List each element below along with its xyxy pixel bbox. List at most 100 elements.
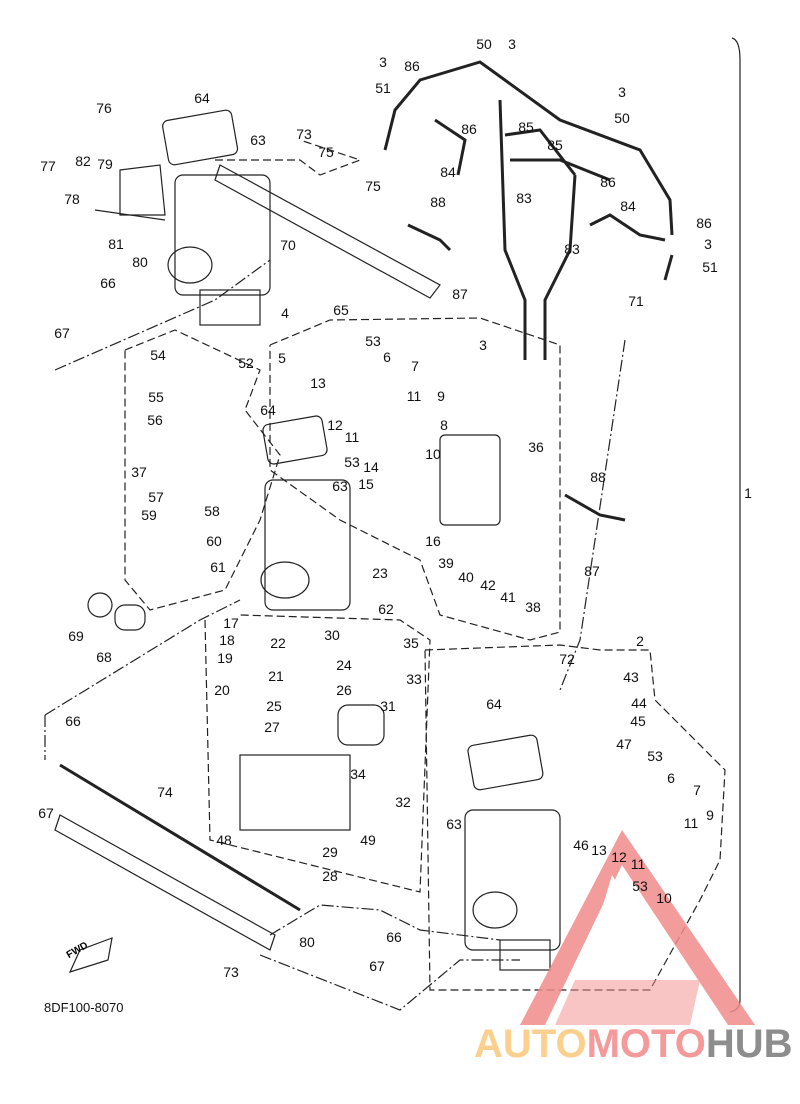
callout-19: 19 (217, 650, 233, 666)
callout-58: 58 (204, 503, 220, 519)
bracket-1 (729, 37, 741, 1013)
callout-24: 24 (336, 657, 352, 673)
callout-84: 84 (620, 198, 636, 214)
callout-3: 3 (618, 84, 626, 100)
callout-18: 18 (219, 632, 235, 648)
callout-64: 64 (194, 90, 210, 106)
callout-53: 53 (365, 333, 381, 349)
callout-12: 12 (327, 417, 343, 433)
callout-10: 10 (656, 890, 672, 906)
callout-83: 83 (516, 190, 532, 206)
callout-14: 14 (363, 459, 379, 475)
carburetor-upper (94, 109, 441, 326)
callout-27: 27 (264, 719, 280, 735)
callout-84: 84 (440, 164, 456, 180)
callout-50: 50 (614, 110, 630, 126)
callout-86: 86 (696, 215, 712, 231)
callout-40: 40 (458, 569, 474, 585)
callout-71: 71 (628, 293, 644, 309)
callout-86: 86 (600, 174, 616, 190)
callout-34: 34 (350, 766, 366, 782)
watermark-part1: AUTO (474, 1022, 587, 1066)
callout-9: 9 (437, 388, 445, 404)
callout-81: 81 (108, 236, 124, 252)
callout-15: 15 (358, 476, 374, 492)
diagram-code: 8DF100-8070 (44, 1000, 124, 1015)
callout-5: 5 (278, 350, 286, 366)
callout-67: 67 (54, 325, 70, 341)
callout-53: 53 (647, 748, 663, 764)
callout-47: 47 (616, 736, 632, 752)
callout-88: 88 (430, 194, 446, 210)
callout-12: 12 (611, 849, 627, 865)
leader-lines (44, 259, 626, 1011)
callout-39: 39 (438, 555, 454, 571)
callout-82: 82 (75, 153, 91, 169)
watermark-logo-triangle (520, 830, 755, 1025)
callout-52: 52 (238, 355, 254, 371)
callout-85: 85 (518, 119, 534, 135)
callout-54: 54 (150, 347, 166, 363)
callout-80: 80 (132, 254, 148, 270)
callout-53: 53 (632, 878, 648, 894)
callout-7: 7 (411, 358, 419, 374)
callout-66: 66 (386, 929, 402, 945)
callout-86: 86 (461, 121, 477, 137)
callout-64: 64 (486, 696, 502, 712)
callout-9: 9 (706, 807, 714, 823)
callout-63: 63 (332, 478, 348, 494)
callout-65: 65 (333, 302, 349, 318)
callout-61: 61 (210, 559, 226, 575)
callout-78: 78 (64, 191, 80, 207)
callout-46: 46 (573, 837, 589, 853)
carburetor-middle (54, 415, 501, 951)
callout-59: 59 (141, 507, 157, 523)
callout-55: 55 (148, 389, 164, 405)
callout-11: 11 (630, 856, 646, 872)
callout-70: 70 (280, 237, 296, 253)
callout-51: 51 (702, 259, 718, 275)
callout-38: 38 (525, 599, 541, 615)
callout-63: 63 (250, 132, 266, 148)
callout-11: 11 (406, 388, 422, 404)
callout-87: 87 (584, 563, 600, 579)
callout-11: 11 (683, 815, 699, 831)
callout-2: 2 (636, 633, 644, 649)
callout-62: 62 (378, 601, 394, 617)
callout-10: 10 (425, 446, 441, 462)
callout-53: 53 (344, 454, 360, 470)
callout-79: 79 (97, 156, 113, 172)
callout-87: 87 (452, 286, 468, 302)
callout-83: 83 (564, 241, 580, 257)
callout-66: 66 (65, 713, 81, 729)
callout-88: 88 (590, 469, 606, 485)
callout-51: 51 (375, 80, 391, 96)
callout-32: 32 (395, 794, 411, 810)
callout-77: 77 (40, 158, 56, 174)
callout-67: 67 (38, 805, 54, 821)
callout-49: 49 (360, 832, 376, 848)
callout-13: 13 (310, 375, 326, 391)
callout-73: 73 (296, 126, 312, 142)
callout-26: 26 (336, 682, 352, 698)
carburetor-lower (464, 734, 561, 971)
callout-57: 57 (148, 489, 164, 505)
callout-56: 56 (147, 412, 163, 428)
callout-50: 50 (476, 36, 492, 52)
watermark-text: AUTOMOTOHUB (474, 1022, 793, 1067)
callout-75: 75 (365, 178, 381, 194)
callout-74: 74 (157, 784, 173, 800)
watermark-part3: HUB (705, 1022, 793, 1066)
callout-23: 23 (372, 565, 388, 581)
callout-66: 66 (100, 275, 116, 291)
callout-31: 31 (380, 698, 396, 714)
callout-44: 44 (631, 695, 647, 711)
callout-6: 6 (667, 770, 675, 786)
callout-33: 33 (406, 671, 422, 687)
callout-30: 30 (324, 627, 340, 643)
callout-11: 11 (344, 429, 360, 445)
callout-37: 37 (131, 464, 147, 480)
callout-73: 73 (223, 964, 239, 980)
callout-13: 13 (591, 842, 607, 858)
